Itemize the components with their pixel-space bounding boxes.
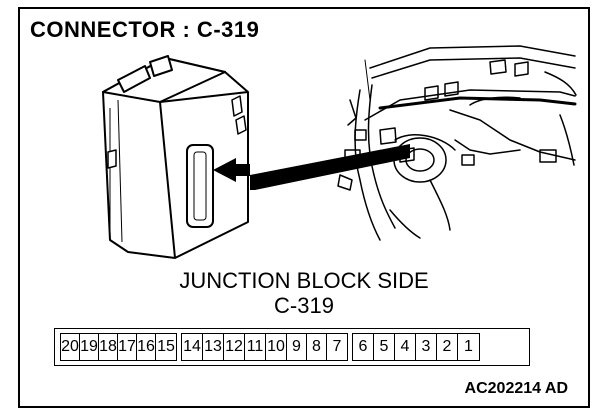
- pin-3: 3: [416, 334, 437, 360]
- pin-2: 2: [437, 334, 458, 360]
- pin-17: 17: [118, 334, 137, 360]
- connector-pin-layout: 20 19 18 17 16 15 14 13 12 11 10 9 8 7 6…: [60, 333, 484, 361]
- connector-title: CONNECTOR : C-319: [30, 17, 260, 42]
- connector-id-label: C-319: [274, 293, 334, 318]
- pin-15: 15: [157, 338, 175, 355]
- pin-8: 8: [307, 334, 327, 360]
- pin-6: 6: [353, 334, 374, 360]
- pin-19: 19: [80, 334, 99, 360]
- pin-1: 1: [464, 338, 473, 355]
- pin-16: 16: [137, 334, 156, 360]
- pin-group-left: 20 19 18 17 16 15: [60, 333, 177, 361]
- diagram-frame: [18, 7, 590, 408]
- pin-18: 18: [99, 334, 118, 360]
- connector-outline: [54, 328, 530, 366]
- junction-block-side-label: JUNCTION BLOCK SIDE: [179, 268, 429, 293]
- pin-5: 5: [374, 334, 395, 360]
- dashboard-wiring-icon: [337, 45, 577, 241]
- pin-13: 13: [203, 334, 224, 360]
- pin-7: 7: [332, 338, 342, 355]
- pin-group-right: 6 5 4 3 2 1: [352, 333, 480, 361]
- pin-group-middle: 14 13 12 11 10 9 8 7: [181, 333, 348, 361]
- pin-9: 9: [287, 334, 307, 360]
- pin-4: 4: [395, 334, 416, 360]
- pin-20: 20: [61, 334, 80, 360]
- pin-11: 11: [245, 334, 266, 360]
- pin-14: 14: [182, 334, 203, 360]
- figure-code: AC202214 AD: [464, 380, 568, 397]
- junction-block-icon: [102, 55, 249, 259]
- pin-10: 10: [266, 334, 287, 360]
- pin-12: 12: [224, 334, 245, 360]
